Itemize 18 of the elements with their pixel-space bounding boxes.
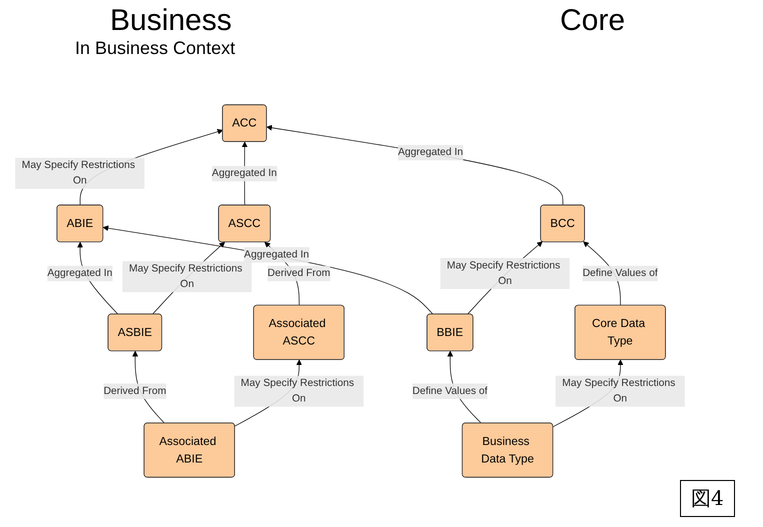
edge-label: May Specify Restrictions On xyxy=(562,378,676,404)
edge-label: May Specify Restrictions On xyxy=(22,160,136,186)
edge-label: Derived From xyxy=(104,385,166,396)
edge-label: Aggregated In xyxy=(47,268,112,279)
edge-label: Define Values of xyxy=(412,385,488,396)
edge-label: May Specify Restrictions On xyxy=(240,378,354,404)
edge-label: Define Values of xyxy=(582,268,658,279)
edge-label: Aggregated In xyxy=(244,249,310,260)
edge-label: May Specify Restrictions On xyxy=(128,263,242,290)
edge-label: May Specify Restrictions On xyxy=(446,260,560,286)
edge-label: Aggregated In xyxy=(398,146,463,158)
section-heading: Core xyxy=(560,4,626,38)
figure-number: 図4 xyxy=(680,480,735,517)
arrow xyxy=(266,124,564,206)
edge-label: Aggregated In xyxy=(212,168,277,179)
edge-label: Derived From xyxy=(268,268,330,279)
section-subheading: In Business Context xyxy=(75,38,236,59)
section-heading: Business xyxy=(110,4,232,38)
